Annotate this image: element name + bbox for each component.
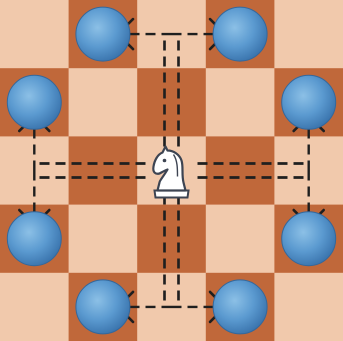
target-bottom-left[interactable] [76,280,130,334]
square-r1-c3[interactable] [206,68,275,137]
blue-ball-icon[interactable] [7,75,61,129]
blue-ball-icon[interactable] [213,7,267,61]
target-bottom-right[interactable] [213,280,267,334]
blue-ball-icon[interactable] [7,212,61,266]
target-top-left[interactable] [76,7,130,61]
blue-ball-icon[interactable] [282,75,336,129]
square-r1-c1[interactable] [69,68,138,137]
square-r0-c4[interactable] [274,0,343,69]
target-left-lower[interactable] [7,212,61,266]
square-r4-c0[interactable] [0,273,69,341]
blue-ball-icon[interactable] [282,212,336,266]
square-r0-c0[interactable] [0,0,69,69]
target-right-lower[interactable] [282,212,336,266]
knight-eye [163,159,167,163]
target-left-upper[interactable] [7,75,61,129]
target-right-upper[interactable] [282,75,336,129]
blue-ball-icon[interactable] [213,280,267,334]
square-r3-c1[interactable] [69,205,138,274]
blue-ball-icon[interactable] [76,7,130,61]
square-r2-c1[interactable] [69,136,138,205]
square-r4-c4[interactable] [274,273,343,341]
target-top-right[interactable] [213,7,267,61]
square-r1-c2[interactable] [137,68,206,137]
square-r2-c3[interactable] [206,136,275,205]
blue-ball-icon[interactable] [76,280,130,334]
square-r3-c3[interactable] [206,205,275,274]
square-r3-c2[interactable] [137,205,206,274]
